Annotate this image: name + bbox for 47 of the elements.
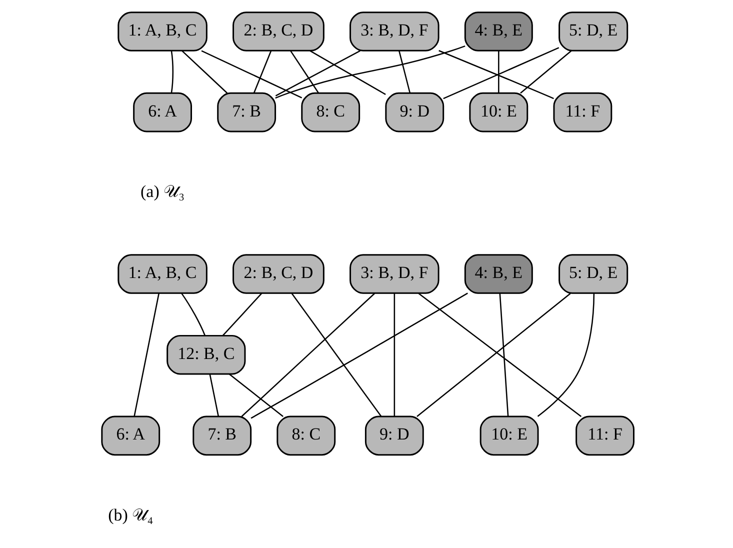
- connector: [398, 50, 411, 94]
- node-box: 4: B, E: [464, 254, 533, 294]
- connector: [181, 292, 206, 336]
- connector: [394, 293, 396, 417]
- connector: [275, 45, 466, 99]
- connector: [499, 293, 509, 417]
- node-box: 3: B, D, F: [350, 12, 440, 52]
- node-box: 5: D, E: [558, 12, 628, 52]
- connector: [520, 50, 572, 94]
- node-box: 10: E: [480, 416, 539, 456]
- node-box: 6: A: [133, 92, 192, 132]
- connector: [498, 50, 500, 94]
- connector: [222, 292, 262, 336]
- node-box: 11: F: [576, 416, 634, 456]
- connector: [134, 293, 160, 417]
- connector: [209, 374, 220, 417]
- connector: [201, 50, 302, 98]
- node-box: 8: C: [301, 92, 360, 132]
- connector: [170, 50, 174, 94]
- node-box: 11: F: [553, 92, 612, 132]
- node-box: 4: B, E: [464, 12, 533, 52]
- node-box: 6: A: [101, 416, 160, 456]
- connector: [250, 292, 468, 419]
- node-box: 1: A, B, C: [118, 254, 208, 294]
- connector: [182, 50, 228, 94]
- connector: [241, 292, 376, 417]
- label: (a) 𝒰₃: [140, 182, 185, 202]
- connector: [537, 293, 595, 417]
- node-box: 9: D: [385, 92, 444, 132]
- connector: [275, 50, 360, 96]
- node-box: 7: B: [192, 416, 252, 456]
- node-box: 1: A, B, C: [118, 12, 208, 52]
- node-box: 12: B, C: [166, 334, 246, 375]
- node-box: 10: E: [469, 92, 528, 132]
- node-box: 8: C: [276, 416, 336, 456]
- node-box: 2: B, C, D: [232, 12, 324, 52]
- node-box: 7: B: [217, 92, 276, 132]
- node-box: 3: B, D, F: [350, 254, 440, 294]
- node-box: 2: B, C, D: [232, 254, 324, 294]
- connector: [228, 374, 284, 417]
- connector: [310, 50, 386, 95]
- connector: [290, 50, 320, 94]
- label: (b) 𝒰₄: [108, 506, 154, 525]
- connector: [253, 50, 272, 94]
- connector: [291, 293, 382, 417]
- node-box: 5: D, E: [558, 254, 628, 294]
- node-box: 9: D: [364, 416, 424, 456]
